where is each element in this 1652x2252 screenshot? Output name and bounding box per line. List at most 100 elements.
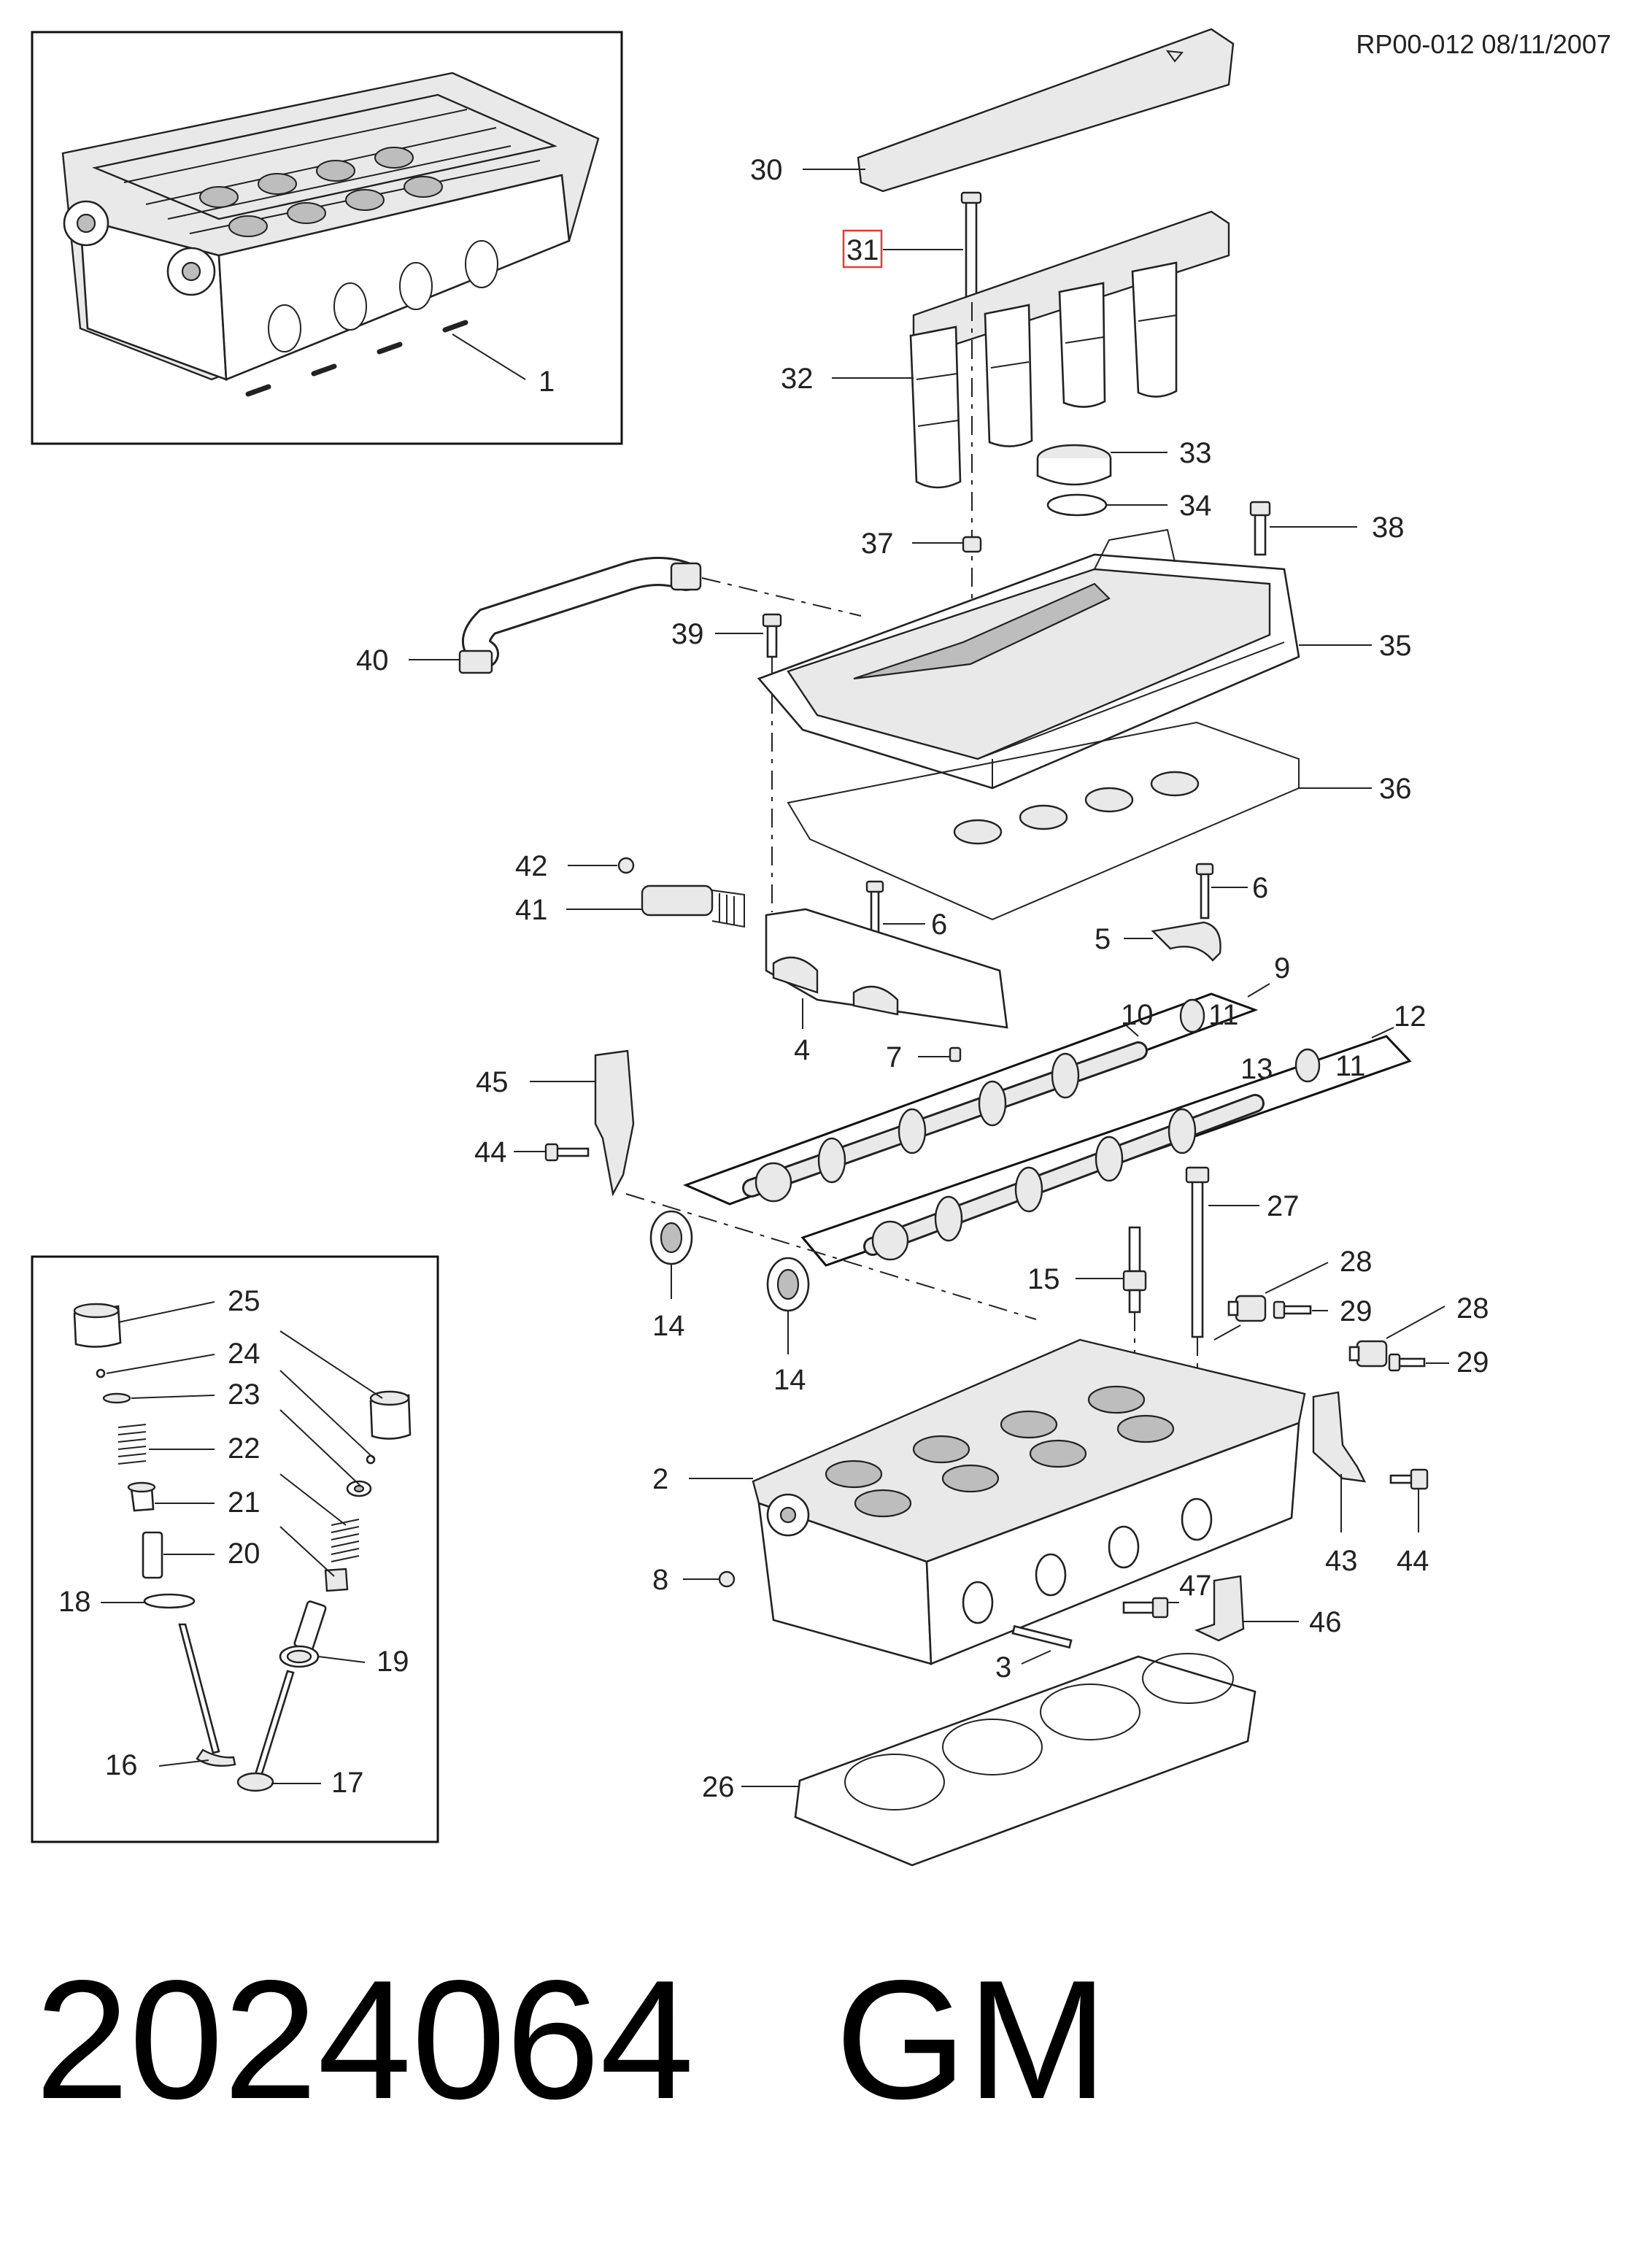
callout-11b[interactable]: 11 [1335, 1050, 1366, 1082]
callout-34[interactable]: 34 [1179, 490, 1212, 522]
bracket-46 [1194, 1575, 1245, 1642]
camshaft-sensor-28b [1348, 1340, 1388, 1368]
callout-28b[interactable]: 28 [1456, 1292, 1489, 1324]
callout-14b[interactable]: 14 [773, 1364, 806, 1396]
diagram-reference: RP00-012 08/11/2007 [1356, 29, 1611, 59]
callout-14a[interactable]: 14 [652, 1310, 685, 1342]
grommet-37 [962, 536, 982, 553]
camshaft-seal-11a [1179, 998, 1205, 1033]
ignition-coil-module [909, 210, 1230, 489]
callout-36[interactable]: 36 [1379, 773, 1412, 805]
bracket-45 [594, 1049, 635, 1197]
callout-30[interactable]: 30 [750, 154, 783, 186]
callout-47[interactable]: 47 [1179, 1570, 1212, 1602]
callout-12[interactable]: 12 [1394, 1000, 1427, 1033]
callout-27[interactable]: 27 [1267, 1190, 1300, 1222]
callout-39[interactable]: 39 [671, 618, 704, 650]
exhaust-camshaft-13 [863, 1094, 1265, 1261]
callout-35[interactable]: 35 [1379, 630, 1412, 662]
callout-6a[interactable]: 6 [931, 909, 947, 941]
stud-3 [1011, 1624, 1073, 1649]
callout-44a[interactable]: 44 [474, 1136, 507, 1168]
camshaft-seal-11b [1294, 1048, 1321, 1083]
camshaft-cover [757, 528, 1300, 790]
callout-18[interactable]: 18 [58, 1586, 91, 1618]
callout-19[interactable]: 19 [377, 1646, 409, 1678]
callout-13[interactable]: 13 [1240, 1053, 1273, 1085]
inset-valve-train-frame [31, 1255, 439, 1843]
intake-camshaft-10 [742, 1041, 1148, 1203]
callout-2[interactable]: 2 [652, 1463, 668, 1495]
ignition-coil-bolt [960, 191, 982, 302]
cylinder-head-bolt [1185, 1166, 1210, 1338]
callout-29b[interactable]: 29 [1456, 1346, 1489, 1378]
callout-11a[interactable]: 11 [1208, 999, 1239, 1031]
pcv-hose [458, 557, 702, 674]
callout-22[interactable]: 22 [228, 1432, 260, 1465]
camshaft-cover-gasket [787, 721, 1300, 921]
callout-26[interactable]: 26 [702, 1771, 735, 1803]
stud-38 [1249, 501, 1271, 556]
callout-31-highlight-box [842, 229, 883, 269]
callout-3[interactable]: 3 [995, 1651, 1011, 1684]
callout-41[interactable]: 41 [515, 894, 548, 926]
cylinder-head-gasket [794, 1653, 1257, 1867]
callout-23[interactable]: 23 [228, 1378, 260, 1411]
brand-name: GM [835, 1946, 1108, 2135]
part-number-footer: 2024064 GM [35, 1956, 1108, 2125]
assembled-cylinder-head-illustration [61, 72, 600, 397]
part-number: 2024064 [35, 1946, 695, 2135]
callout-17[interactable]: 17 [331, 1767, 364, 1799]
callout-24[interactable]: 24 [228, 1338, 260, 1370]
cylinder-head [752, 1338, 1306, 1665]
callout-5[interactable]: 5 [1095, 923, 1111, 955]
oil-filler-seal [1046, 493, 1108, 517]
callout-37[interactable]: 37 [861, 528, 894, 560]
bolt-29b [1388, 1353, 1426, 1372]
callout-6b[interactable]: 6 [1252, 872, 1268, 904]
dowel-7 [949, 1046, 962, 1063]
oil-control-valve [641, 884, 745, 928]
callout-43[interactable]: 43 [1325, 1545, 1358, 1577]
callout-8[interactable]: 8 [652, 1564, 668, 1596]
inset-assembled-head-frame [31, 31, 623, 445]
camshaft-seal-14b [766, 1257, 810, 1312]
callout-31[interactable]: 31 [846, 234, 879, 266]
callout-38[interactable]: 38 [1372, 512, 1405, 544]
pcv-hose-alignment-line [701, 577, 862, 617]
callout-29a[interactable]: 29 [1340, 1295, 1373, 1327]
callout-40[interactable]: 40 [356, 644, 389, 676]
callout-25[interactable]: 25 [228, 1285, 260, 1317]
sensor-47 [1122, 1597, 1169, 1619]
bracket-43 [1312, 1391, 1367, 1483]
callout-32[interactable]: 32 [781, 363, 814, 395]
callout-10[interactable]: 10 [1121, 999, 1154, 1031]
bolt-44b [1389, 1468, 1429, 1490]
callout-45[interactable]: 45 [476, 1066, 509, 1098]
camshaft-bearing-cap-5 [1151, 921, 1221, 962]
plug-8 [718, 1570, 736, 1588]
camshaft-bearing-carrier-4 [765, 908, 1008, 1029]
callout-4[interactable]: 4 [794, 1034, 810, 1066]
bolt-44a [544, 1143, 590, 1162]
callout-42[interactable]: 42 [515, 850, 548, 882]
callout-9[interactable]: 9 [1274, 952, 1290, 984]
bolt-6b [1195, 863, 1214, 919]
callout-46[interactable]: 46 [1309, 1606, 1342, 1638]
bolt-29a [1273, 1300, 1312, 1319]
camshaft-9-box [682, 992, 1259, 1206]
callout-1[interactable]: 1 [539, 366, 555, 398]
oil-filler-cap [1036, 444, 1112, 486]
callout-44b[interactable]: 44 [1397, 1545, 1429, 1577]
callout-15[interactable]: 15 [1027, 1263, 1060, 1295]
callout-33[interactable]: 33 [1179, 437, 1212, 469]
callout-16[interactable]: 16 [105, 1749, 138, 1781]
callout-7[interactable]: 7 [886, 1041, 902, 1073]
bolt-42 [617, 857, 635, 874]
callout-28a[interactable]: 28 [1340, 1246, 1373, 1278]
bracket-alignment-line [625, 1193, 1037, 1320]
engine-top-cover [857, 28, 1235, 193]
callout-20[interactable]: 20 [228, 1538, 260, 1570]
callout-21[interactable]: 21 [228, 1486, 260, 1519]
